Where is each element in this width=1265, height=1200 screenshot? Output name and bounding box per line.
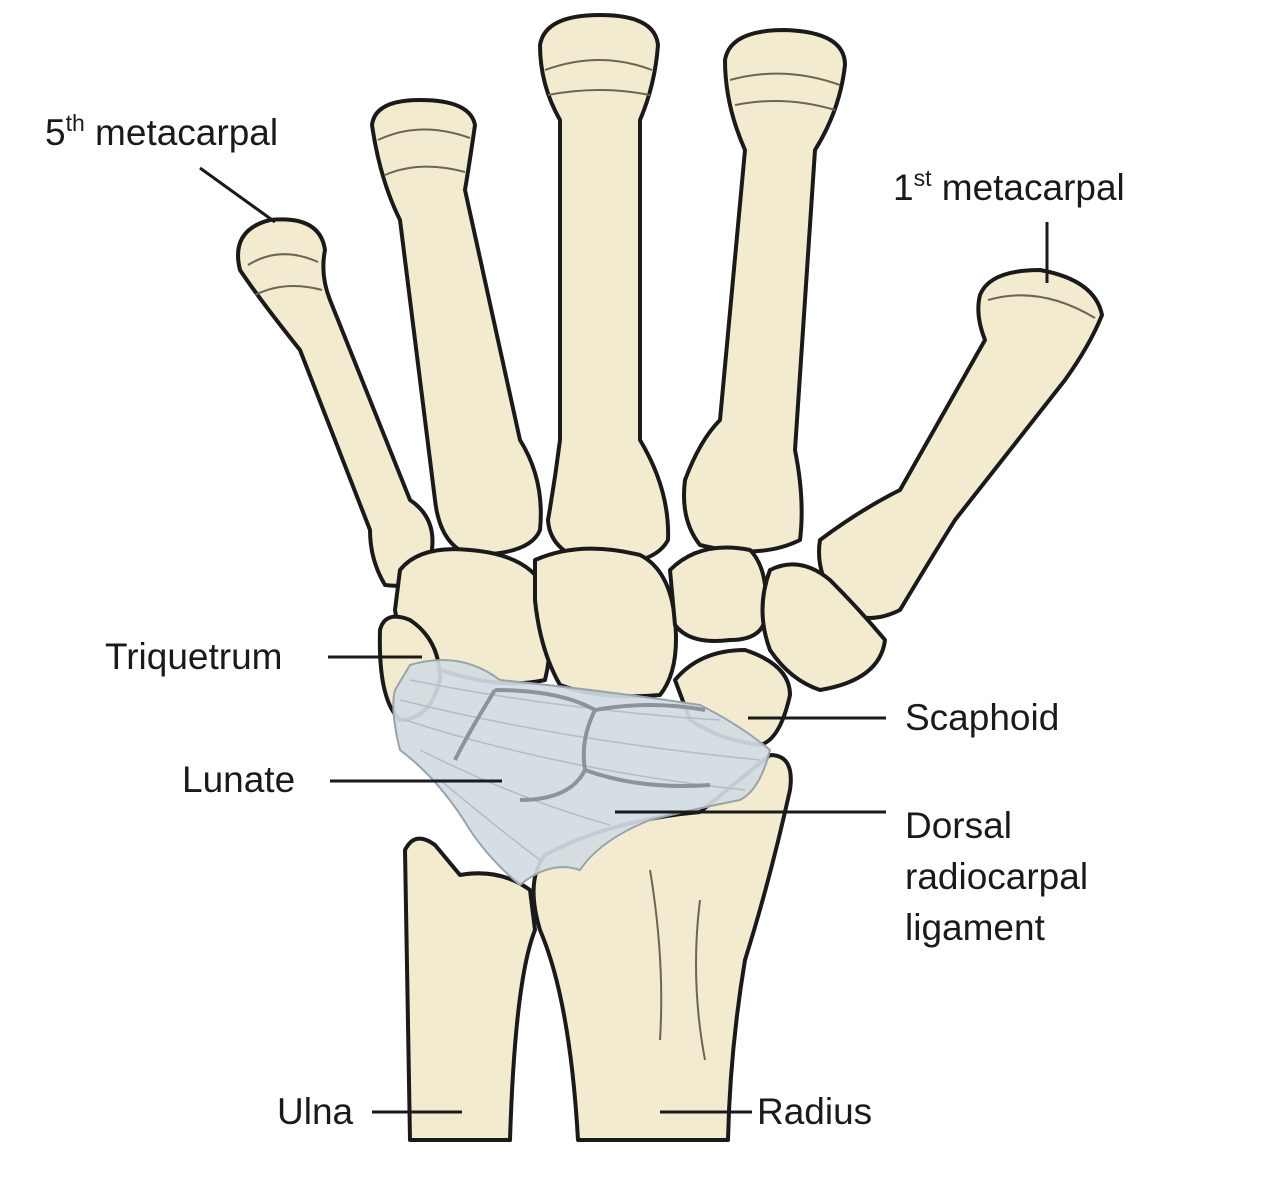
label-triquetrum: Triquetrum: [105, 636, 283, 677]
bone-detail-lines: [247, 253, 323, 296]
label-text: metacarpal: [84, 112, 279, 153]
label-lunate: Lunate: [182, 759, 296, 800]
label-ulna: Ulna: [277, 1091, 354, 1132]
bone-detail-lines: [544, 59, 653, 96]
label-radius: Radius: [757, 1091, 873, 1132]
bone-detail-lines: [377, 128, 471, 176]
first-metacarpal-bone: [817, 268, 1104, 620]
bone-detail-lines: [729, 72, 841, 111]
label-text: metacarpal: [931, 167, 1125, 208]
label-first-metacarpal: 1st metacarpal: [893, 163, 1125, 213]
leader-fifth-metacarpal: [199, 166, 276, 224]
bone-detail-lines: [987, 294, 1096, 319]
label-scaphoid: Scaphoid: [905, 697, 1060, 738]
label-sup: th: [65, 110, 85, 136]
fifth-metacarpal-bone: [236, 217, 435, 588]
fourth-metacarpal-bone: [370, 98, 543, 557]
label-num: 5: [45, 112, 66, 153]
label-dorsal-radiocarpal-ligament: Dorsal radiocarpal ligament: [905, 800, 1088, 953]
second-metacarpal-bone: [682, 28, 847, 554]
label-line: Dorsal: [905, 805, 1012, 846]
label-num: 1: [893, 167, 914, 208]
lunate-outline-under-ligament: [453, 688, 711, 802]
label-line: radiocarpal: [905, 856, 1089, 897]
capitate-bone: [533, 546, 678, 699]
ligament-fibers: [399, 679, 761, 861]
third-metacarpal-bone: [538, 13, 671, 567]
label-fifth-metacarpal: 5th metacarpal: [45, 108, 278, 158]
label-sup: st: [913, 165, 932, 191]
trapezoid-bone: [668, 545, 768, 643]
radius-detail-lines: [649, 869, 706, 1061]
trapezium-bone: [760, 562, 887, 692]
label-line: ligament: [905, 907, 1045, 948]
ulna-bone: [403, 836, 537, 1142]
